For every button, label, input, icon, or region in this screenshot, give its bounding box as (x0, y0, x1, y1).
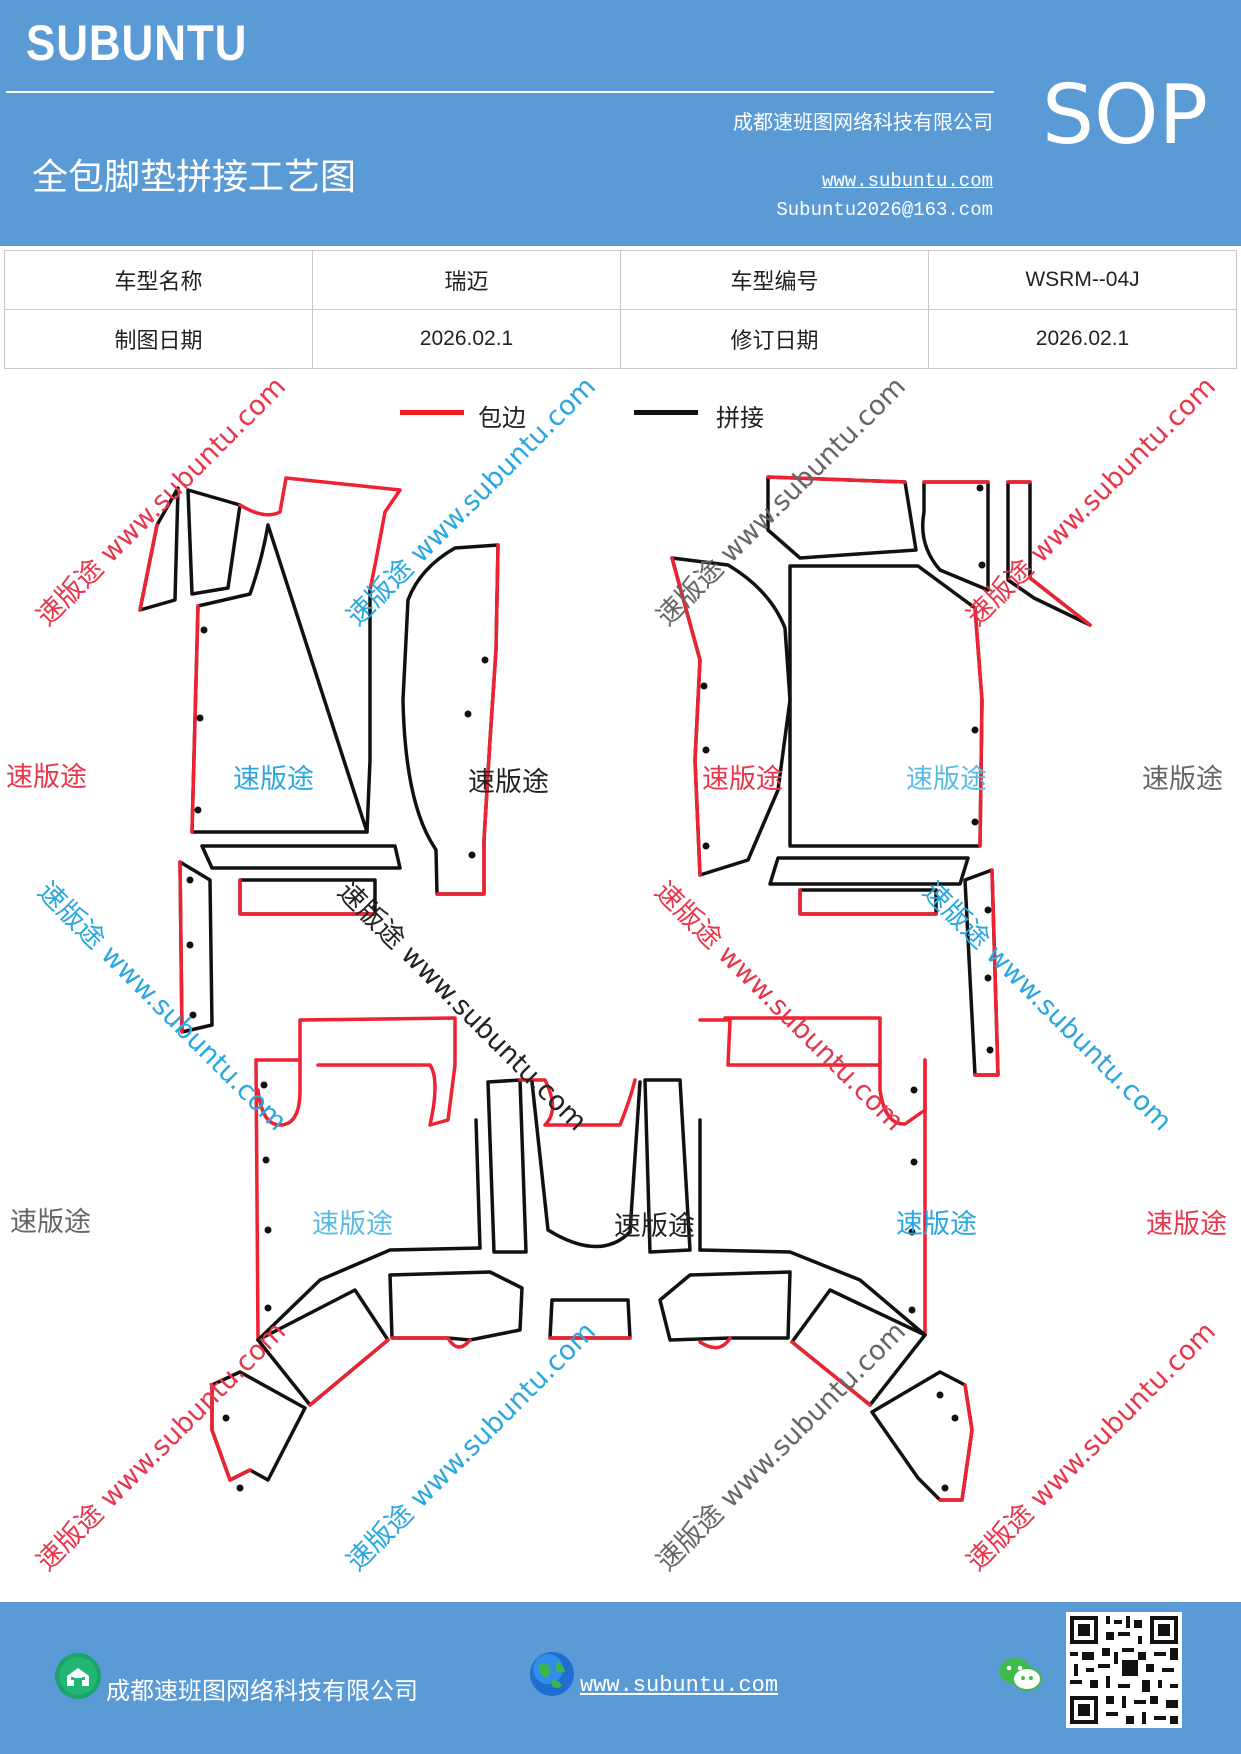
info-table: 车型名称 瑞迈 车型编号 WSRM--04J 制图日期 2026.02.1 修订… (4, 250, 1237, 369)
legend-red-swatch (400, 410, 464, 415)
fixing-dots (186, 484, 994, 1492)
wechat-icon (999, 1658, 1042, 1691)
footer-website-link[interactable]: www.subuntu.com (580, 1673, 779, 1698)
value-revise-date: 2026.02.1 (928, 309, 1237, 369)
label-revise-date: 修订日期 (620, 309, 929, 369)
legend-black-swatch (634, 410, 698, 415)
value-model-name: 瑞迈 (312, 250, 621, 310)
brand-logo: SUBUNTU (26, 15, 248, 71)
label-model-name: 车型名称 (4, 250, 313, 310)
header-divider (6, 91, 994, 93)
legend-label-binding: 包边 (478, 404, 526, 432)
watermark-text: 速版途 (614, 1211, 695, 1242)
email-address: Subuntu2026@163.com (776, 199, 993, 221)
watermark-text: 速版途 (468, 767, 549, 798)
page-header: SUBUNTU 成都速班图网络科技有限公司 全包脚垫拼接工艺图 www.subu… (0, 0, 1241, 246)
footer-company-name: 成都速班图网络科技有限公司 (106, 1677, 418, 1705)
globe-icon (530, 1652, 574, 1696)
watermark-text: 速版途 (10, 1207, 91, 1238)
company-name: 成都速班图网络科技有限公司 (733, 110, 993, 134)
building-icon (55, 1653, 101, 1699)
table-row: 制图日期 2026.02.1 修订日期 2026.02.1 (4, 309, 1237, 369)
document-title: 全包脚垫拼接工艺图 (32, 157, 357, 198)
watermark-text: 速版途 (1146, 1209, 1227, 1240)
value-draw-date: 2026.02.1 (312, 309, 621, 369)
watermark-text: 速版途 (896, 1209, 977, 1240)
sop-badge: SOP (1042, 68, 1209, 163)
front-left-mat-group (138, 476, 500, 1034)
watermark-text: 速版途 (233, 764, 314, 795)
watermark-text: 速版途 (312, 1209, 393, 1240)
rear-mat-group (210, 1016, 974, 1502)
legend-label-splice: 拼接 (716, 404, 764, 432)
table-row: 车型名称 瑞迈 车型编号 WSRM--04J (4, 250, 1237, 310)
watermark-text: 速版途 (906, 764, 987, 795)
label-model-code: 车型编号 (620, 250, 929, 310)
front-right-mat-group (670, 475, 1092, 1077)
label-draw-date: 制图日期 (4, 309, 313, 369)
value-model-code: WSRM--04J (928, 250, 1237, 310)
watermark-text: 速版途 (1142, 764, 1223, 795)
watermark-text: 速版途 (6, 762, 87, 793)
qr-code (1066, 1612, 1182, 1728)
website-link[interactable]: www.subuntu.com (821, 170, 993, 192)
watermark-text: 速版途 (702, 764, 783, 795)
